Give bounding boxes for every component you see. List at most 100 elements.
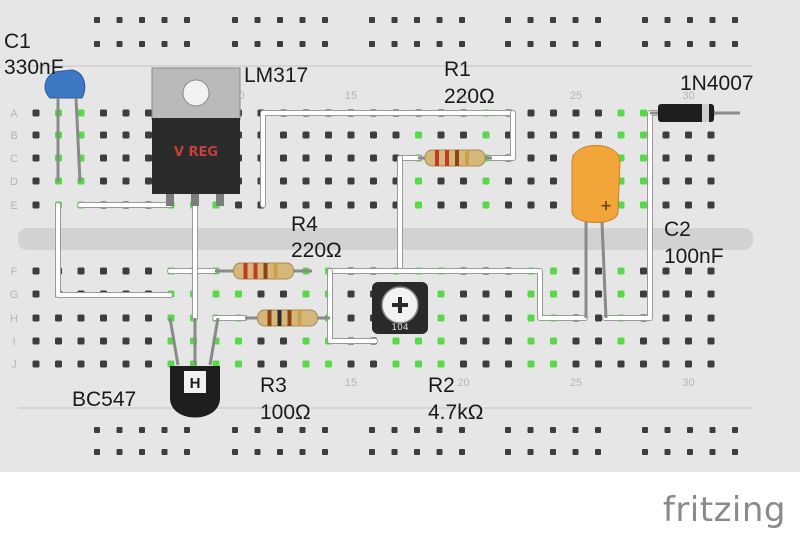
rail-hole xyxy=(709,17,716,23)
hole xyxy=(32,314,40,322)
hole xyxy=(122,267,130,275)
rail-hole xyxy=(299,427,306,433)
rail-hole xyxy=(572,41,579,47)
hole xyxy=(122,154,130,162)
column-number-top: 25 xyxy=(570,90,582,102)
rail-hole xyxy=(232,17,238,23)
rail-hole xyxy=(322,449,328,455)
rail-hole xyxy=(94,427,100,433)
r1-band xyxy=(435,150,439,166)
hole xyxy=(595,131,602,139)
rail-hole xyxy=(527,449,534,455)
hole xyxy=(685,360,692,368)
hole xyxy=(527,131,535,139)
rail-hole xyxy=(527,41,534,47)
hole xyxy=(347,290,355,298)
hole xyxy=(527,154,535,162)
rail-hole xyxy=(459,449,465,455)
active-hole xyxy=(550,290,557,298)
hole xyxy=(32,290,40,298)
hole xyxy=(370,360,377,368)
c1-value-label: 330nF xyxy=(4,56,64,79)
r1 xyxy=(418,149,492,167)
rail-hole xyxy=(94,41,100,47)
rail-hole xyxy=(116,427,123,433)
c1-lead xyxy=(74,97,82,183)
active-hole xyxy=(415,131,422,139)
r4-band xyxy=(243,263,248,279)
hole xyxy=(482,314,490,322)
hole xyxy=(32,267,40,275)
hole xyxy=(77,337,85,345)
rail-hole xyxy=(709,41,716,47)
rail-hole xyxy=(527,427,534,433)
hole xyxy=(347,177,355,185)
hole xyxy=(595,109,602,117)
hole xyxy=(595,290,602,298)
hole xyxy=(280,337,287,345)
c2-body xyxy=(571,145,621,223)
rail-hole xyxy=(732,427,738,433)
hole xyxy=(302,131,310,139)
hole xyxy=(707,267,715,275)
transistor-lead xyxy=(208,317,220,366)
hole xyxy=(460,314,467,322)
hole xyxy=(347,360,355,368)
row-letter: J xyxy=(11,359,17,371)
rail-hole xyxy=(595,427,601,433)
hole xyxy=(55,314,62,322)
rail-hole xyxy=(391,427,398,433)
hole xyxy=(100,314,107,322)
r1-band xyxy=(445,150,449,166)
rail-hole xyxy=(664,17,671,23)
hole xyxy=(325,177,332,185)
hole xyxy=(235,201,242,209)
hole xyxy=(100,267,107,275)
rail-hole xyxy=(369,17,375,23)
active-hole xyxy=(640,131,647,139)
rail-hole xyxy=(94,17,100,23)
column-number-bottom: 25 xyxy=(570,377,582,389)
hole xyxy=(122,109,130,117)
hole xyxy=(370,131,377,139)
active-hole xyxy=(415,177,422,185)
active-hole xyxy=(392,360,400,368)
hole xyxy=(460,337,467,345)
active-hole xyxy=(527,290,535,298)
hole xyxy=(437,177,445,185)
active-hole xyxy=(235,337,242,345)
hole xyxy=(662,154,670,162)
rail-hole xyxy=(94,449,100,455)
hole xyxy=(257,360,265,368)
rail-hole xyxy=(232,449,238,455)
c2-value-label: 100nF xyxy=(664,245,724,268)
c2-polarity-mark: + xyxy=(600,198,612,214)
hole xyxy=(482,360,490,368)
rail-hole xyxy=(369,427,375,433)
active-hole xyxy=(167,360,175,368)
rail-hole xyxy=(277,449,283,455)
hole xyxy=(302,177,310,185)
regulator-body xyxy=(152,118,240,194)
fritzing-brand: fritzing xyxy=(662,490,786,530)
hole xyxy=(32,109,40,117)
rail-hole xyxy=(572,427,579,433)
rail-hole xyxy=(687,17,693,23)
hole xyxy=(707,154,715,162)
hole xyxy=(505,314,512,322)
r4-band xyxy=(253,263,258,279)
transistor-name-label: BC547 xyxy=(72,388,137,411)
hole xyxy=(707,131,715,139)
hole xyxy=(437,201,445,209)
column-number-top: 20 xyxy=(457,90,469,102)
r3-band xyxy=(287,310,292,326)
active-hole xyxy=(235,360,242,368)
active-hole xyxy=(550,337,557,345)
hole xyxy=(527,201,535,209)
rail-hole xyxy=(642,427,648,433)
hole xyxy=(77,314,85,322)
regulator-hole xyxy=(182,79,210,107)
hole xyxy=(122,131,130,139)
hole xyxy=(145,267,152,275)
hole xyxy=(55,337,62,345)
